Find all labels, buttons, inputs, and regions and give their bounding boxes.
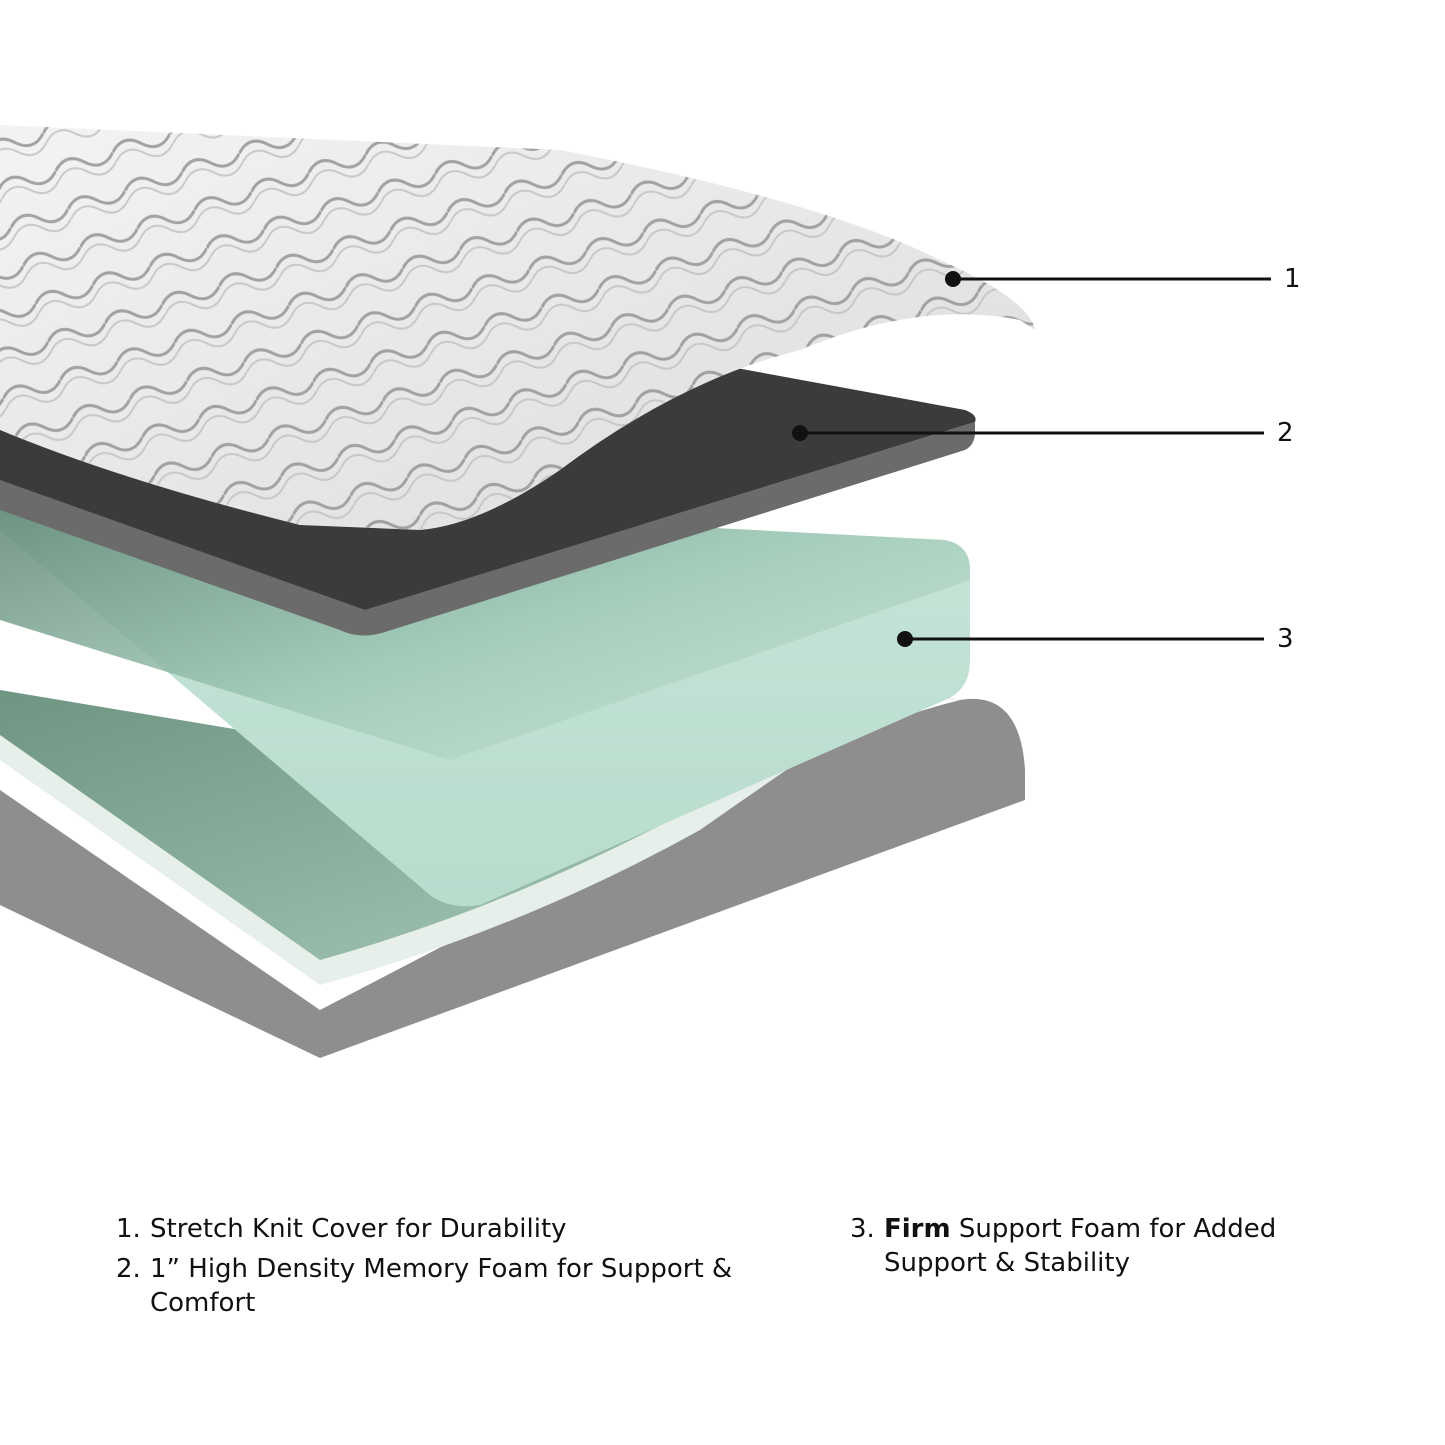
legend-item-number: 2. xyxy=(116,1254,141,1284)
legend-item-1: 1. Stretch Knit Cover for Durability xyxy=(116,1212,736,1246)
legend-item-emphasis: Firm xyxy=(884,1214,951,1244)
legend-item-text: 1” High Density Memory Foam for Support … xyxy=(150,1254,733,1318)
legend-left: 1. Stretch Knit Cover for Durability 2. … xyxy=(116,1212,736,1326)
mattress-layers-illustration xyxy=(0,125,1271,1058)
callout-3-leader xyxy=(897,631,1264,647)
callout-label-3: 3 xyxy=(1277,624,1294,654)
legend-item-rest: Support Foam for Added Support & Stabili… xyxy=(884,1214,1277,1278)
cover-layer xyxy=(0,125,1035,530)
legend-item-number: 3. xyxy=(850,1214,875,1244)
callout-label-2: 2 xyxy=(1277,418,1294,448)
callout-2-leader xyxy=(792,425,1264,441)
legend-item-number: 1. xyxy=(116,1214,141,1244)
legend-item-2: 2. 1” High Density Memory Foam for Suppo… xyxy=(116,1252,736,1320)
legend-item-3: 3. Firm Support Foam for Added Support &… xyxy=(850,1212,1290,1280)
callout-1-leader xyxy=(945,271,1271,287)
legend-item-text: Firm Support Foam for Added Support & St… xyxy=(884,1212,1290,1280)
legend-item-text: Stretch Knit Cover for Durability xyxy=(150,1214,567,1244)
callout-label-1: 1 xyxy=(1284,264,1301,294)
legend-right: 3. Firm Support Foam for Added Support &… xyxy=(850,1212,1290,1286)
